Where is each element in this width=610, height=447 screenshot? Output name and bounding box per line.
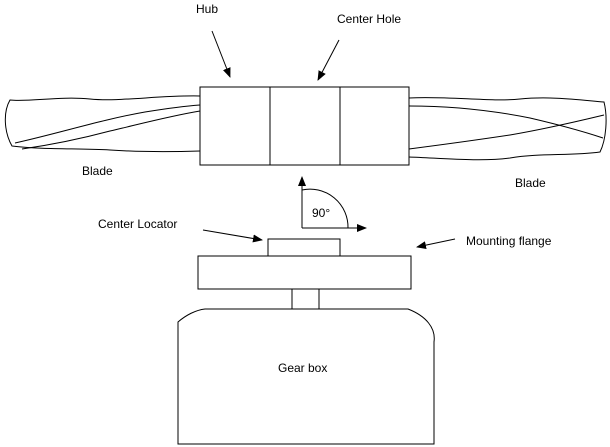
- right-blade-label: Blade: [515, 176, 546, 190]
- hub-arrow: [211, 30, 231, 78]
- mounting-flange: [197, 255, 412, 290]
- shaft: [291, 288, 320, 310]
- gear-box: [177, 308, 435, 445]
- right-blade: [408, 97, 607, 161]
- right-angle-indicator: [298, 176, 367, 232]
- hub-label: Hub: [196, 2, 219, 16]
- angle-label: 90°: [312, 206, 331, 220]
- left-blade: [4, 95, 201, 153]
- mounting-flange-arrow: [416, 238, 456, 250]
- center-hole-label: Center Hole: [337, 12, 402, 26]
- mounting-flange-label: Mounting flange: [466, 234, 552, 248]
- center-locator-label: Center Locator: [98, 217, 178, 231]
- hub: [199, 86, 410, 166]
- gear-box-label: Gear box: [278, 361, 328, 375]
- center-locator-arrow: [202, 229, 263, 243]
- center-locator: [267, 238, 341, 257]
- center-hole-arrow: [317, 39, 340, 81]
- left-blade-label: Blade: [82, 164, 113, 178]
